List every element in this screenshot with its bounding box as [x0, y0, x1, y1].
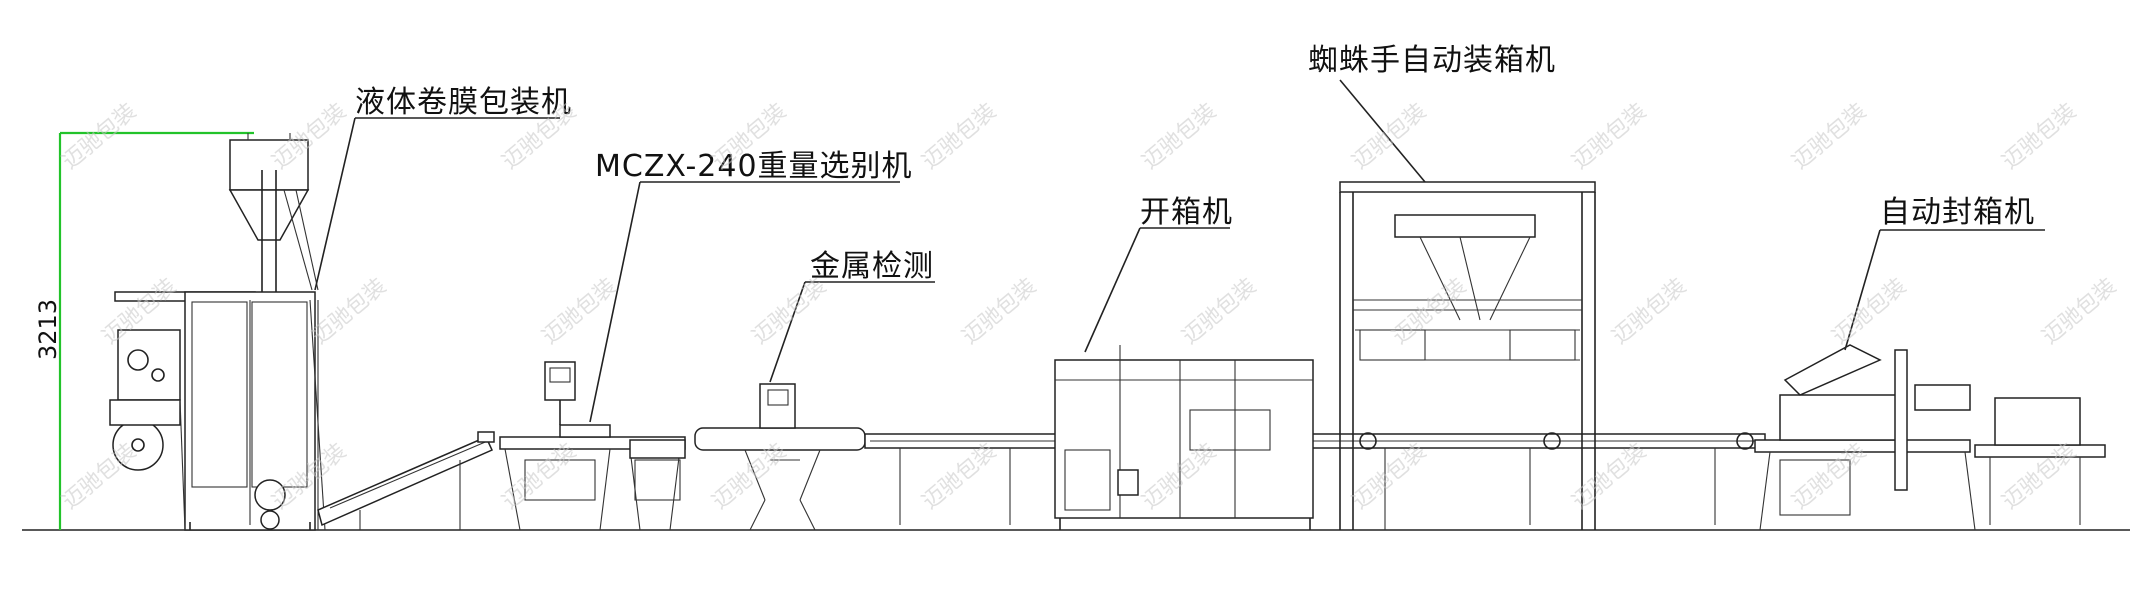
checkweigher-machine — [499, 361, 686, 531]
watermark-text: 迈驰包装 — [748, 274, 831, 350]
incline-conveyor — [317, 431, 495, 530]
watermark-text: 迈驰包装 — [538, 274, 621, 350]
height-dimension: 3213 — [34, 131, 254, 530]
watermark-text: 迈驰包装 — [1998, 99, 2081, 175]
label-checkweigher: MCZX-240重量选别机 — [595, 149, 913, 184]
watermark-text: 迈驰包装 — [1788, 99, 1871, 175]
watermark-text: 迈驰包装 — [918, 99, 1001, 175]
watermark-text: 迈驰包装 — [1388, 274, 1471, 350]
carton-sealer-machine — [1754, 344, 2106, 531]
label-spider-case-packer: 蜘蛛手自动装箱机 — [1308, 43, 1556, 78]
watermark-text: 迈驰包装 — [1828, 274, 1911, 350]
liquid-packing-machine — [109, 133, 326, 531]
watermark-text: 迈驰包装 — [2038, 274, 2121, 350]
watermark-text: 迈驰包装 — [1348, 439, 1431, 515]
watermark-text: 迈驰包装 — [58, 99, 141, 175]
label-carton-erector: 开箱机 — [1140, 195, 1233, 230]
watermark-text: 迈驰包装 — [1348, 99, 1431, 175]
watermark-text: 迈驰包装 — [1138, 99, 1221, 175]
watermark-text: 迈驰包装 — [958, 274, 1041, 350]
label-metal-detector: 金属检测 — [810, 249, 934, 284]
carton-erector-machine — [1054, 345, 1314, 530]
leader-lines — [314, 79, 2045, 423]
watermark-text: 迈驰包装 — [268, 99, 351, 175]
watermark-text: 迈驰包装 — [58, 439, 141, 515]
height-dimension-value: 3213 — [34, 299, 62, 360]
label-carton-sealer: 自动封箱机 — [1880, 195, 2035, 230]
label-liquid-packer: 液体卷膜包装机 — [355, 85, 572, 120]
spider-case-packer-machine — [1339, 181, 1596, 530]
watermark-text: 迈驰包装 — [1178, 274, 1261, 350]
watermark-text: 迈驰包装 — [1568, 439, 1651, 515]
watermark-text: 迈驰包装 — [918, 439, 1001, 515]
watermark-text: 迈驰包装 — [308, 274, 391, 350]
watermark-text: 迈驰包装 — [1608, 274, 1691, 350]
watermark-text: 迈驰包装 — [1568, 99, 1651, 175]
